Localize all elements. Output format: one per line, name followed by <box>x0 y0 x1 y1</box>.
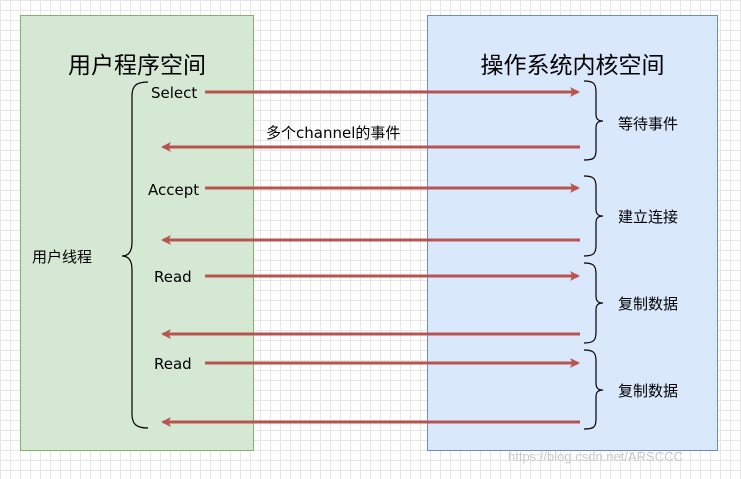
op-accept-label: Accept <box>148 181 200 199</box>
op-read-2-label: Read <box>154 355 192 373</box>
kernel-label-copy-data-2: 复制数据 <box>618 382 679 400</box>
kernel-brace-establish-connection <box>583 175 604 257</box>
kernel-brace-copy-data-2 <box>583 349 604 430</box>
op-select-label: Select <box>151 84 198 102</box>
user-space-panel: 用户程序空间 <box>20 15 254 451</box>
kernel-brace-copy-data-1 <box>583 262 604 344</box>
user-space-title: 用户程序空间 <box>68 53 206 79</box>
user-thread-label: 用户线程 <box>32 248 93 266</box>
kernel-label-wait-events: 等待事件 <box>618 115 679 133</box>
kernel-space-title: 操作系统内核空间 <box>480 53 665 79</box>
kernel-label-copy-data-1: 复制数据 <box>618 295 679 313</box>
watermark: https://blog.csdn.net/ARSCCC <box>508 449 683 464</box>
kernel-brace-wait-events <box>583 80 604 161</box>
select-return-note: 多个channel的事件 <box>266 124 401 142</box>
user-thread-brace <box>121 81 149 429</box>
op-read-1-label: Read <box>154 268 192 286</box>
kernel-label-establish-connection: 建立连接 <box>618 208 679 226</box>
